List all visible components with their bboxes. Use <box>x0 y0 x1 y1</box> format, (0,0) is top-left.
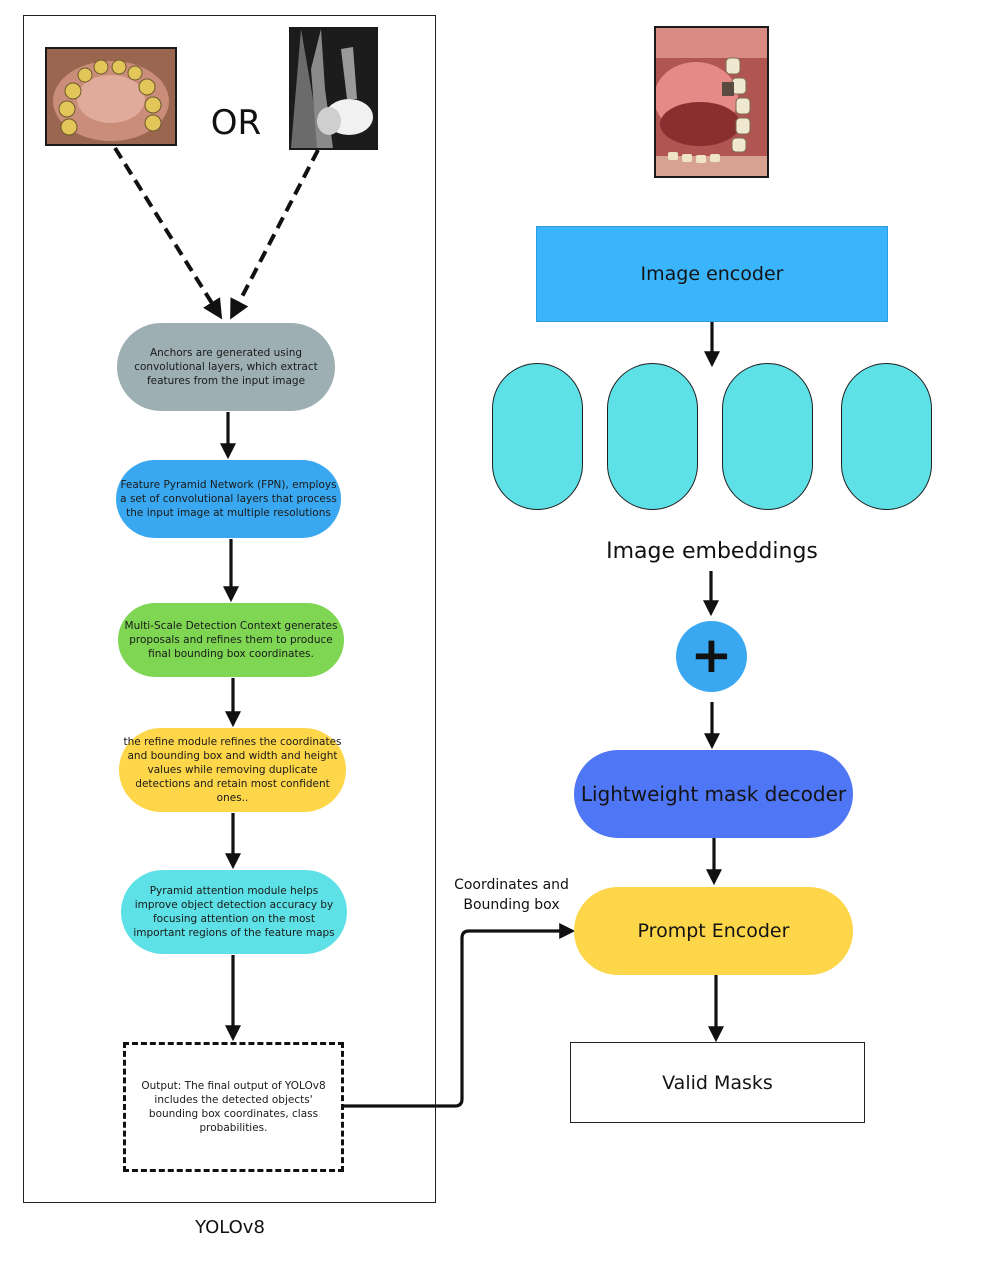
msdc-step: Multi-Scale Detection Context generates … <box>118 603 344 677</box>
valid-masks-box: Valid Masks <box>570 1042 865 1123</box>
arrow-output-to-prompt-encoder <box>344 923 576 1108</box>
or-text: OR <box>210 103 262 143</box>
embedding-capsule-2 <box>607 363 698 510</box>
anchors-step: Anchors are generated using convolutiona… <box>117 323 335 411</box>
dashed-arrow-xray-to-anchors <box>230 149 320 320</box>
image-embeddings-label: Image embeddings <box>606 539 818 564</box>
plus-symbol: + <box>690 625 733 684</box>
fpn-step: Feature Pyramid Network (FPN), employs a… <box>116 460 341 538</box>
pyramid-attention-step: Pyramid attention module helps improve o… <box>121 870 347 954</box>
connector-label: Coordinates and Bounding box <box>454 877 569 913</box>
refine-step: the refine module refines the coordinate… <box>119 728 346 812</box>
output-box: Output: The final output of YOLOv8 inclu… <box>123 1042 344 1172</box>
intraoral-photo-icon <box>45 47 177 146</box>
prompt-encoder-box: Prompt Encoder <box>574 887 853 975</box>
plus-icon: + <box>676 621 747 692</box>
embedding-capsule-3 <box>722 363 813 510</box>
yolov8-caption: YOLOv8 <box>195 1217 265 1238</box>
dashed-arrow-photo-to-anchors <box>113 146 223 320</box>
open-mouth-photo-icon <box>654 26 769 178</box>
image-encoder-box: Image encoder <box>536 226 888 322</box>
embedding-capsule-4 <box>841 363 932 510</box>
embedding-capsule-1 <box>492 363 583 510</box>
dental-xray-icon <box>289 27 378 150</box>
lightweight-mask-decoder-box: Lightweight mask decoder <box>574 750 853 838</box>
yolov8-panel <box>23 15 436 1203</box>
